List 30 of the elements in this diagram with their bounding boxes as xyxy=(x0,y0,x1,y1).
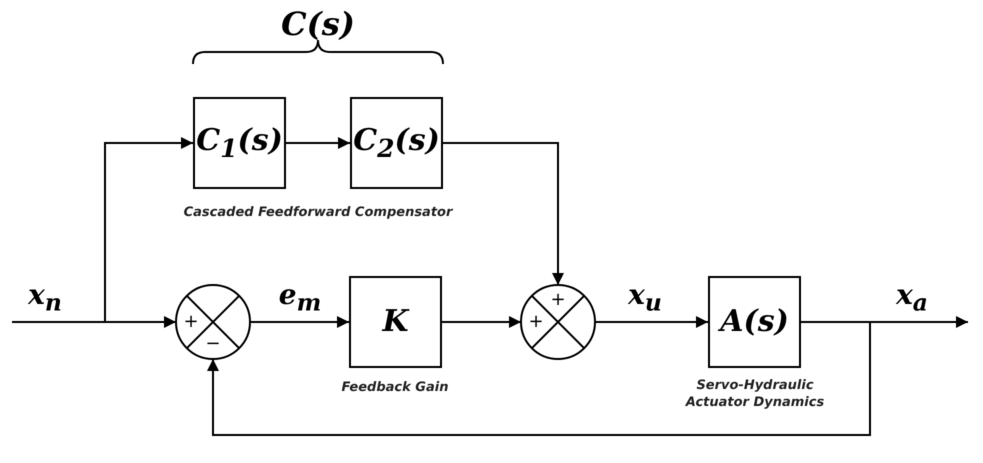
plus-sign: + xyxy=(183,313,199,331)
plus-sign: + xyxy=(550,291,566,309)
block-caption: Feedback Gain xyxy=(340,380,450,397)
transfer-function: C$_{1}$(s) xyxy=(196,126,283,160)
signal-label: x$_{a}$ xyxy=(896,281,928,315)
block-caption: Servo-Hydraulic Actuator Dynamics xyxy=(684,378,826,412)
transfer-function: A(s) xyxy=(720,307,789,337)
block-box xyxy=(349,276,442,368)
arrow xyxy=(207,321,871,436)
transfer-function: K xyxy=(382,307,409,337)
summing-junction xyxy=(175,284,251,360)
signal-label: x$_{n}$ xyxy=(28,281,62,315)
transfer-function-label: C(s) xyxy=(281,5,355,43)
block-box xyxy=(350,97,443,189)
minus-sign: − xyxy=(205,335,221,353)
signal-label: e$_{m}$ xyxy=(278,281,322,315)
arrow xyxy=(250,316,349,328)
group-caption: Cascaded Feedforward Compensator xyxy=(182,205,454,222)
arrow xyxy=(12,316,176,328)
block-box xyxy=(708,276,801,368)
plus-sign: + xyxy=(528,313,544,331)
block-box xyxy=(193,97,286,189)
arrow xyxy=(595,316,708,328)
transfer-function: C$_{2}$(s) xyxy=(353,126,440,160)
arrow xyxy=(104,137,193,322)
signal-label: x$_{u}$ xyxy=(628,281,662,315)
arrow xyxy=(286,137,350,149)
arrow xyxy=(443,142,564,285)
summing-junction xyxy=(520,284,596,360)
arrow xyxy=(442,316,521,328)
